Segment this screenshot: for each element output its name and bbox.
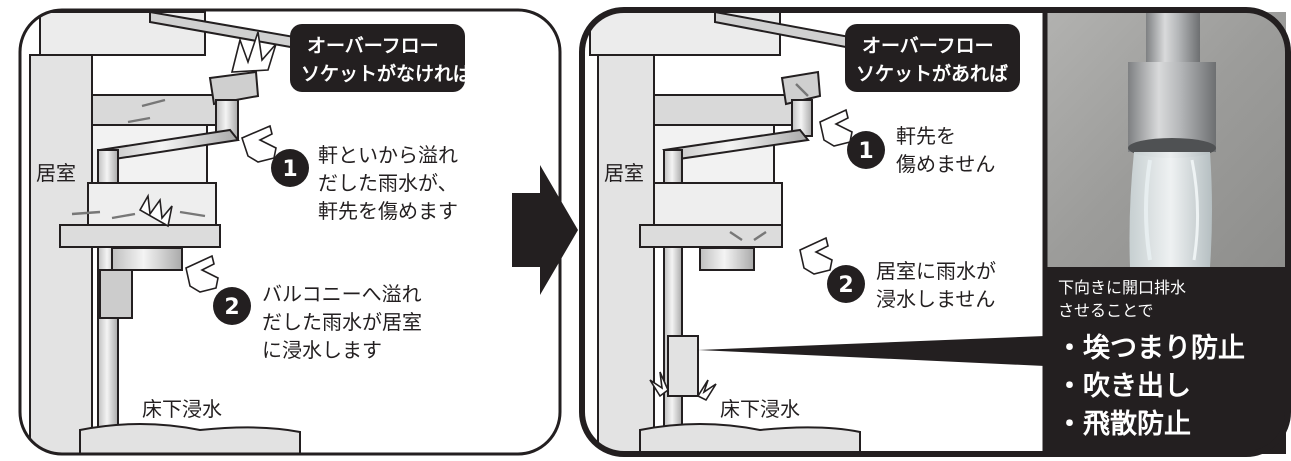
right-note-1-line-1: 軒先を bbox=[896, 124, 956, 148]
splash-icon bbox=[138, 31, 277, 228]
right-room-label: 居室 bbox=[604, 161, 644, 185]
right-panel: 下向きに開口排水 させることで ・埃つまり防止 ・吹き出し ・飛散防止 オーバー… bbox=[579, 7, 1291, 457]
right-building-illustration bbox=[582, 10, 1045, 454]
right-floor-label: 床下浸水 bbox=[720, 397, 800, 421]
left-floor-label: 床下浸水 bbox=[142, 397, 222, 421]
right-arrow-icon bbox=[512, 165, 578, 295]
right-note-1-line-2: 傷めません bbox=[896, 152, 995, 176]
benefit-box: 下向きに開口排水 させることで ・埃つまり防止 ・吹き出し ・飛散防止 bbox=[1045, 267, 1286, 454]
pointing-hand-icon bbox=[799, 236, 833, 275]
left-note-2-number: 2 bbox=[224, 295, 239, 320]
left-room-label: 居室 bbox=[36, 161, 76, 185]
right-callout: オーバーフロー ソケットがあれば bbox=[845, 24, 1020, 92]
water-flow-arrows bbox=[71, 98, 206, 220]
pointing-hand-icon bbox=[241, 124, 277, 163]
callout-pointer bbox=[698, 336, 1045, 366]
water-flow-arrows bbox=[729, 83, 809, 241]
left-callout-line-1: オーバーフロー bbox=[307, 35, 439, 57]
left-note-2: 2 バルコニーへ溢れ だした雨水が居室 に浸水します bbox=[185, 254, 422, 362]
left-panel: オーバーフロー ソケットがなければ 居室 1 軒といから溢れ だした雨水が、 軒… bbox=[18, 8, 562, 456]
right-note-2: 2 居室に雨水が 浸水しません bbox=[799, 236, 996, 311]
left-note-1: 1 軒といから溢れ だした雨水が、 軒先を傷めます bbox=[241, 124, 458, 223]
right-callout-line-2: ソケットがあれば bbox=[856, 62, 1008, 85]
left-note-1-line-2: だした雨水が、 bbox=[318, 171, 458, 195]
left-note-1-line-3: 軒先を傷めます bbox=[318, 199, 458, 223]
pointing-hand-icon bbox=[185, 254, 219, 293]
benefit-1: ・埃つまり防止 bbox=[1056, 333, 1245, 364]
right-callout-line-1: オーバーフロー bbox=[862, 35, 994, 57]
splash-icon bbox=[649, 371, 717, 402]
left-note-2-line-3: に浸水します bbox=[262, 338, 382, 362]
left-callout-line-2: ソケットがなければ bbox=[301, 62, 472, 85]
right-note-2-line-1: 居室に雨水が bbox=[876, 259, 996, 283]
pipe-photo bbox=[1045, 12, 1286, 267]
right-panel-frame bbox=[579, 7, 1291, 457]
benefit-3: ・飛散防止 bbox=[1056, 409, 1191, 440]
photo-caption-line-2: させることで bbox=[1058, 301, 1154, 320]
right-note-1-number: 1 bbox=[858, 139, 873, 164]
right-note-2-line-2: 浸水しません bbox=[876, 287, 995, 311]
pointing-hand-icon bbox=[819, 108, 853, 147]
left-note-1-number: 1 bbox=[282, 157, 297, 182]
right-note-1: 1 軒先を 傷めません bbox=[819, 108, 995, 176]
photo-caption-line-1: 下向きに開口排水 bbox=[1058, 278, 1186, 297]
left-note-2-line-2: だした雨水が居室 bbox=[262, 310, 422, 334]
left-note-2-line-1: バルコニーへ溢れ bbox=[262, 282, 422, 306]
left-callout: オーバーフロー ソケットがなければ bbox=[290, 24, 472, 92]
benefit-2: ・吹き出し bbox=[1056, 371, 1191, 402]
left-building-illustration bbox=[29, 10, 302, 454]
left-note-1-line-1: 軒といから溢れ bbox=[318, 143, 458, 167]
right-note-2-number: 2 bbox=[838, 273, 853, 298]
